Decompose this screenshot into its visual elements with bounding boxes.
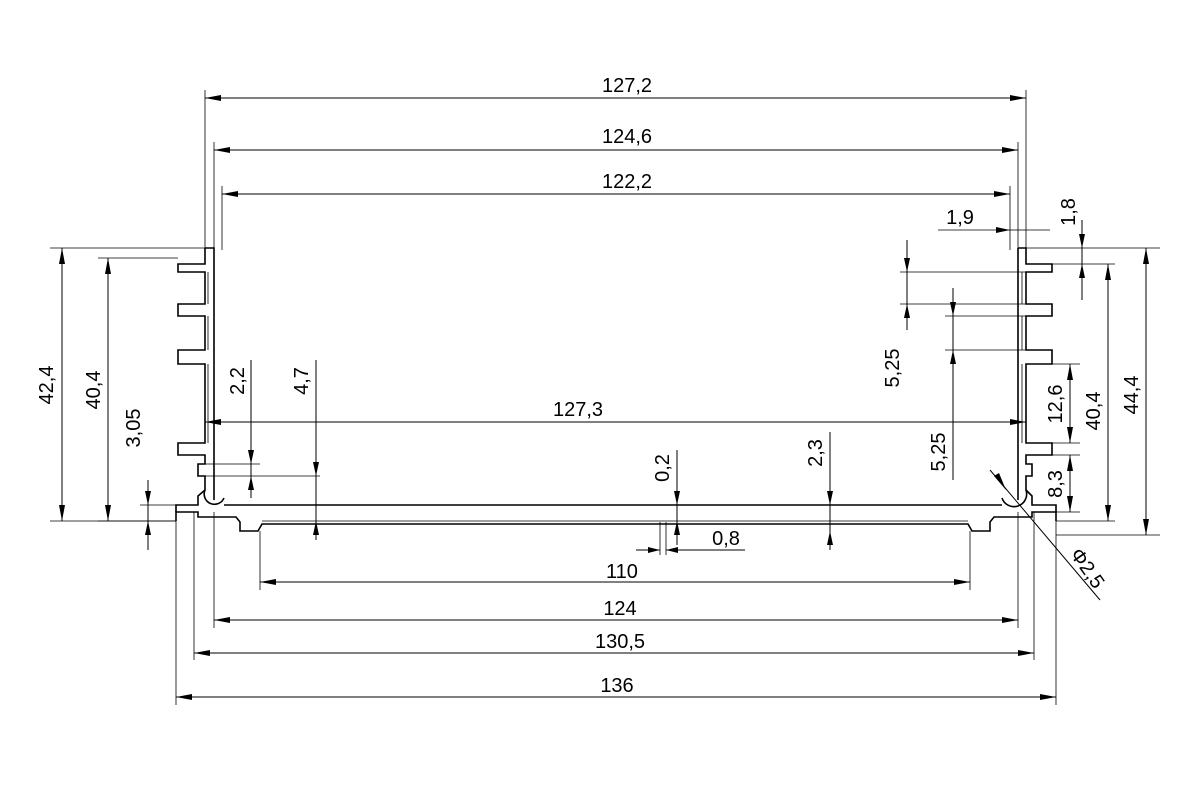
- dim-124: 124: [603, 598, 636, 620]
- dim-5-25-lower: 5,25: [928, 433, 950, 472]
- dim-12-6: 12,6: [1045, 385, 1067, 424]
- dim-42-4: 42,4: [36, 366, 58, 405]
- dim-0-8: 0,8: [712, 528, 740, 550]
- extension-lines: [50, 90, 1160, 705]
- dim-8-3: 8,3: [1045, 470, 1067, 498]
- dim-127-3: 127,3: [553, 399, 603, 421]
- dim-127-2: 127,2: [602, 75, 652, 97]
- dim-124-6: 124,6: [602, 126, 652, 148]
- dim-0-2: 0,2: [652, 454, 674, 482]
- dim-110: 110: [606, 561, 638, 583]
- arrowheads: [59, 95, 1149, 700]
- extrusion-profile: [175, 247, 1057, 532]
- dim-diameter-2-5: Φ2,5: [1065, 544, 1108, 592]
- base-bottom-edge: [175, 511, 1057, 532]
- dim-130-5: 130,5: [595, 631, 645, 653]
- dim-5-25-upper: 5,25: [882, 349, 904, 388]
- dim-40-4-right: 40,4: [1083, 392, 1105, 431]
- dim-2-3: 2,3: [805, 439, 827, 467]
- dim-136: 136: [600, 675, 633, 697]
- dim-4-7: 4,7: [291, 367, 313, 395]
- dimension-labels: 127,2 124,6 122,2 1,9 127,3 0,8 110 124 …: [36, 75, 1143, 697]
- left-ear: [203, 489, 225, 506]
- dim-3-05: 3,05: [123, 409, 145, 448]
- dimension-lines: [61, 97, 1147, 698]
- dim-1-8: 1,8: [1058, 198, 1080, 226]
- dim-2-2: 2,2: [227, 367, 249, 395]
- right-ear: [1001, 489, 1028, 508]
- dim-122-2: 122,2: [602, 171, 652, 193]
- dim-1-9: 1,9: [946, 207, 974, 229]
- right-wall: [1017, 247, 1057, 512]
- dim-40-4-left: 40,4: [83, 371, 105, 410]
- dim-44-4: 44,4: [1121, 376, 1143, 415]
